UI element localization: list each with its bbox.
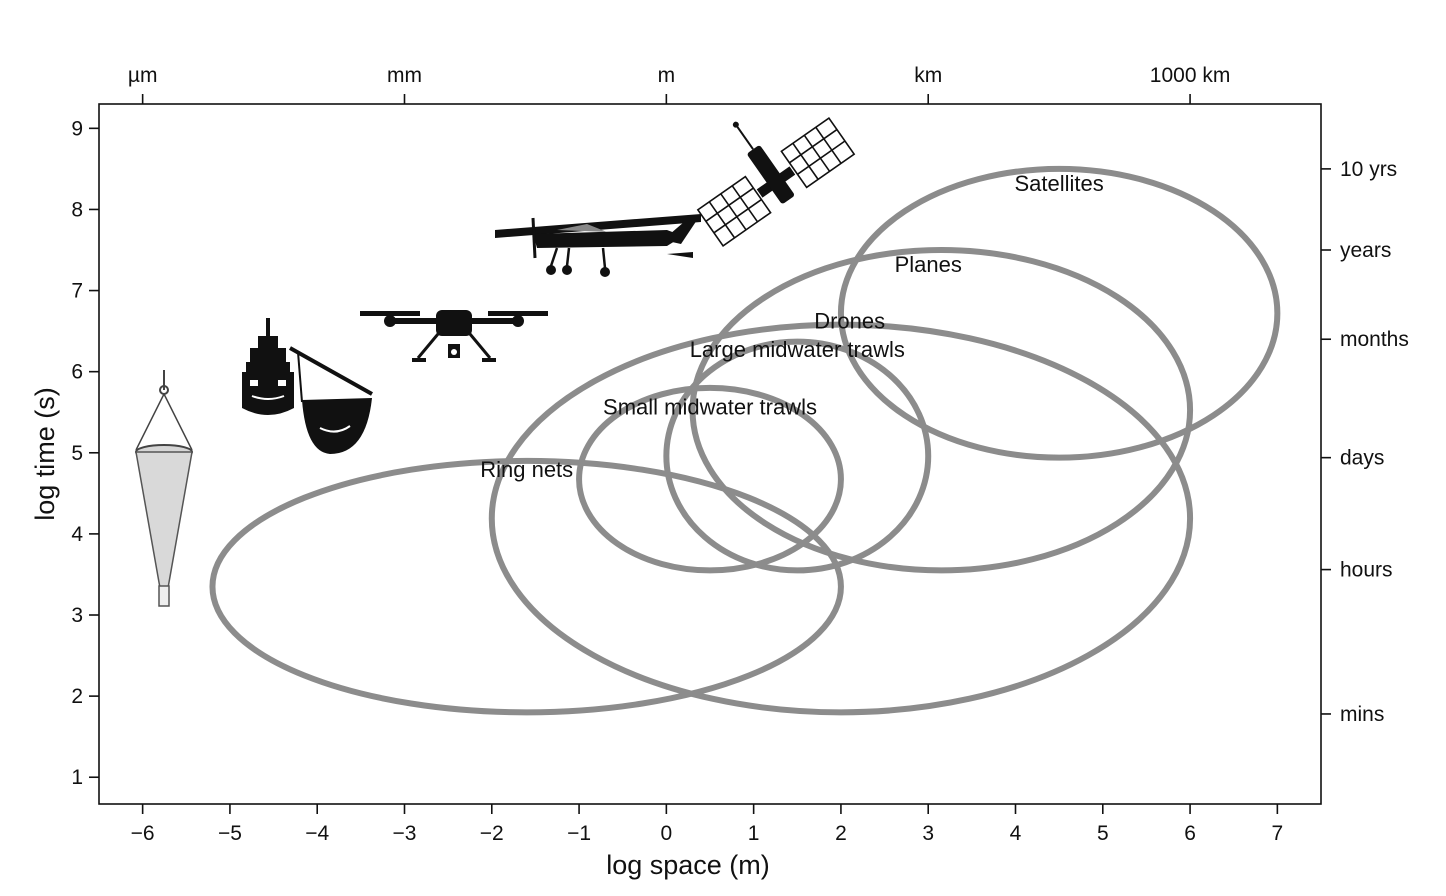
instrument-icons [135,116,856,607]
region-ellipses [209,165,1281,716]
y-tick-label: 3 [71,604,83,627]
ellipse-drones [488,321,1194,716]
label-large-midwater-trawls: Large midwater trawls [690,337,905,362]
top-tick-label: m [658,64,676,87]
right-tick-label: days [1340,447,1384,470]
label-planes: Planes [895,252,962,277]
y-axis-title: log time (s) [30,387,60,521]
plot-frame [98,103,1322,805]
x-tick-label: 2 [835,822,847,845]
drone-icon [360,310,548,362]
y-tick-label: 9 [71,117,83,140]
ellipse-planes [689,247,1194,574]
label-drones: Drones [814,309,885,334]
x-tick-label: 4 [1010,822,1022,845]
ellipse-ring-nets [209,457,844,716]
y-tick-label: 7 [71,280,83,303]
ellipse-small-midwater-trawls [576,384,844,574]
x-tick-label: −6 [131,822,155,845]
y-axis-right: 10 yrs years months days hours mins [1321,158,1409,726]
plankton-net-icon [135,370,193,607]
y-tick-label: 5 [71,442,83,465]
right-tick-label: hours [1340,559,1393,582]
x-tick-label: 5 [1097,822,1109,845]
x-tick-label: 3 [922,822,934,845]
x-axis-bottom: −6 −5 −4 −3 −2 −1 0 1 2 3 4 5 6 7 [131,804,1284,845]
y-tick-label: 1 [71,766,83,789]
x-axis-title: log space (m) [606,850,770,880]
top-tick-label: mm [387,64,422,87]
x-tick-label: −5 [218,822,242,845]
top-tick-label: µm [128,64,158,87]
trawl-net-icon [289,346,373,454]
satellite-icon [696,116,856,248]
y-tick-label: 6 [71,361,83,384]
label-ring-nets: Ring nets [480,457,573,482]
right-tick-label: years [1340,239,1391,262]
y-tick-label: 8 [71,198,83,221]
plane-icon [495,214,701,277]
x-tick-label: −2 [480,822,504,845]
label-small-midwater-trawls: Small midwater trawls [603,395,817,420]
x-tick-label: 7 [1272,822,1284,845]
x-tick-label: −1 [567,822,591,845]
right-tick-label: mins [1340,703,1384,726]
right-tick-label: months [1340,328,1409,351]
y-tick-label: 2 [71,685,83,708]
x-tick-label: 1 [748,822,760,845]
x-tick-label: 0 [661,822,673,845]
ellipse-satellites [837,165,1281,461]
y-tick-label: 4 [71,523,83,546]
x-tick-label: −4 [305,822,329,845]
x-tick-label: 6 [1184,822,1196,845]
top-tick-label: km [914,64,942,87]
top-tick-label: 1000 km [1150,64,1231,87]
right-tick-label: 10 yrs [1340,158,1397,181]
label-satellites: Satellites [1015,171,1104,196]
region-labels: Ring nets Small midwater trawls Large midw… [480,171,1104,482]
ellipse-large-midwater-trawls [663,338,932,574]
y-axis-left: 1 2 3 4 5 6 7 8 9 [71,117,99,789]
x-tick-label: −3 [393,822,417,845]
ship-icon [242,318,294,415]
